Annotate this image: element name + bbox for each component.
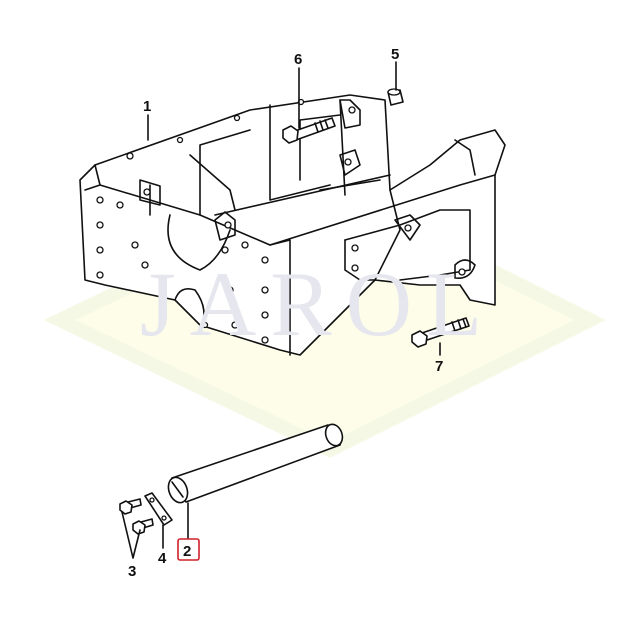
- watermark-text: JAROL: [140, 253, 496, 355]
- front-frame-part-1[interactable]: [79, 94, 506, 356]
- pin-part-2[interactable]: [165, 422, 345, 505]
- callout-6[interactable]: 6: [294, 51, 302, 68]
- callout-7[interactable]: 7: [435, 358, 443, 375]
- callout-5[interactable]: 5: [391, 46, 399, 63]
- callout-1[interactable]: 1: [143, 98, 151, 115]
- callout-2-highlight-box: [177, 538, 200, 561]
- callout-2[interactable]: 2: [183, 543, 191, 560]
- bushing-part-5[interactable]: [387, 88, 404, 106]
- plate-part-4[interactable]: [144, 492, 173, 526]
- callout-4[interactable]: 4: [158, 550, 167, 567]
- bolt-part-7[interactable]: [411, 317, 470, 348]
- callout-3[interactable]: 3: [128, 563, 136, 580]
- bolt-part-6[interactable]: [282, 117, 336, 144]
- leader-lines: [121, 61, 441, 559]
- bolts-part-3[interactable]: [119, 498, 154, 535]
